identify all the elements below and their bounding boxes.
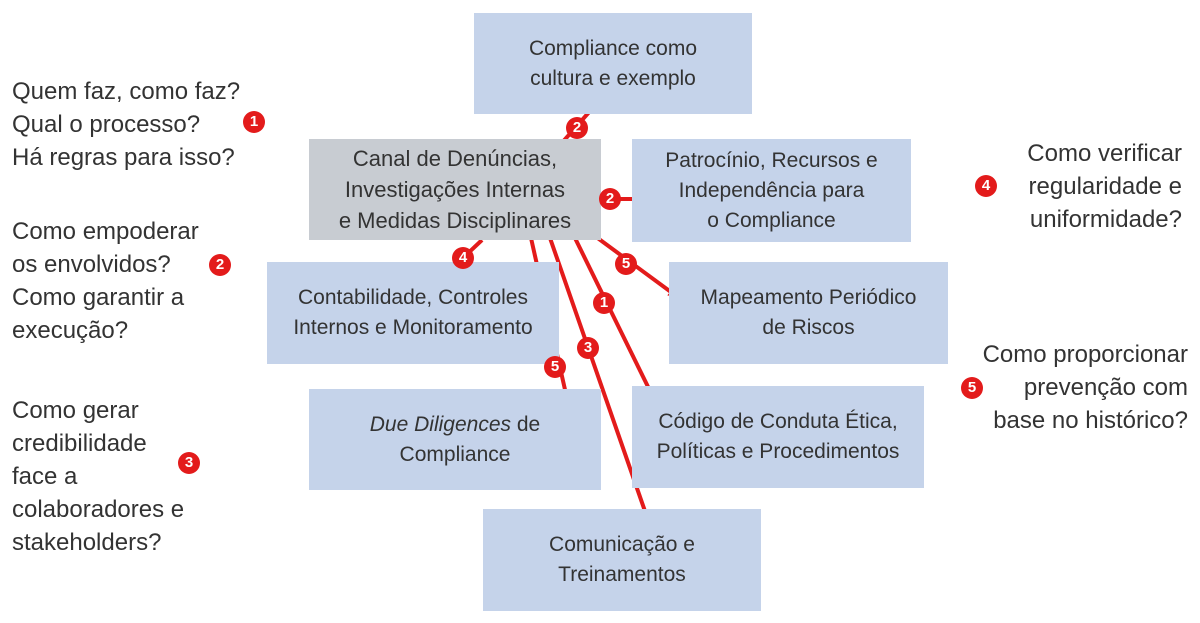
badge-arrow-mapeamento: 5 — [615, 253, 637, 275]
question-2: Como empoderar os envolvidos? Como garan… — [12, 215, 199, 347]
due-diligences-italic: Due Diligences — [369, 412, 512, 436]
question-3: Como gerar credibilidade face a colabora… — [12, 394, 184, 559]
badge-arrow-patrocinio: 2 — [599, 188, 621, 210]
badge-arrow-comunicacao: 3 — [577, 337, 599, 359]
box-compliance-cultura-label: Compliance como cultura e exemplo — [528, 36, 698, 90]
question-5: Como proporcionar prevenção com base no … — [983, 338, 1188, 437]
arrow-to-codigo — [572, 235, 656, 403]
box-mapeamento-label: Mapeamento Periódico de Riscos — [700, 286, 917, 339]
box-canal-denuncias-label: Canal de Denúncias, Investigações Intern… — [338, 146, 572, 233]
box-compliance-cultura: Compliance como cultura e exemplo — [474, 13, 752, 114]
question-1: Quem faz, como faz? Qual o processo? Há … — [12, 75, 240, 174]
box-patrocinio-label: Patrocínio, Recursos e Independência par… — [665, 148, 878, 232]
question-5-text: Como proporcionar prevenção com base no … — [982, 341, 1188, 434]
question-4: Como verificar regularidade e uniformida… — [1027, 137, 1182, 236]
due-diligences-compliance: Compliance — [399, 442, 511, 466]
badge-arrow-contabilidade: 4 — [452, 247, 474, 269]
box-patrocinio: Patrocínio, Recursos e Independência par… — [632, 139, 911, 242]
badge-question-5: 5 — [961, 377, 983, 399]
question-2-text: Como empoderar os envolvidos? Como garan… — [12, 218, 199, 344]
box-codigo-conduta-label: Código de Conduta Ética, Políticas e Pro… — [656, 410, 900, 463]
badge-question-3: 3 — [178, 452, 200, 474]
badge-question-1: 1 — [243, 111, 265, 133]
badge-arrow-codigo: 1 — [593, 292, 615, 314]
due-diligences-de: de — [511, 412, 541, 436]
badge-arrow-cultura: 2 — [566, 117, 588, 139]
arrow-to-comunicacao — [548, 237, 650, 521]
badge-question-2: 2 — [209, 254, 231, 276]
box-comunicacao: Comunicação e Treinamentos — [483, 509, 761, 611]
box-codigo-conduta: Código de Conduta Ética, Políticas e Pro… — [632, 386, 924, 488]
badge-arrow-due-diligences: 5 — [544, 356, 566, 378]
box-canal-denuncias: Canal de Denúncias, Investigações Intern… — [309, 139, 601, 240]
badge-question-4: 4 — [975, 175, 997, 197]
box-contabilidade: Contabilidade, Controles Internos e Moni… — [267, 262, 559, 364]
question-4-text: Como verificar regularidade e uniformida… — [1027, 140, 1182, 233]
box-mapeamento: Mapeamento Periódico de Riscos — [669, 262, 948, 364]
question-3-text: Como gerar credibilidade face a colabora… — [12, 397, 185, 556]
box-contabilidade-label: Contabilidade, Controles Internos e Moni… — [293, 286, 533, 339]
question-1-text: Quem faz, como faz? Qual o processo? Há … — [12, 78, 241, 171]
box-comunicacao-label: Comunicação e Treinamentos — [549, 533, 695, 586]
